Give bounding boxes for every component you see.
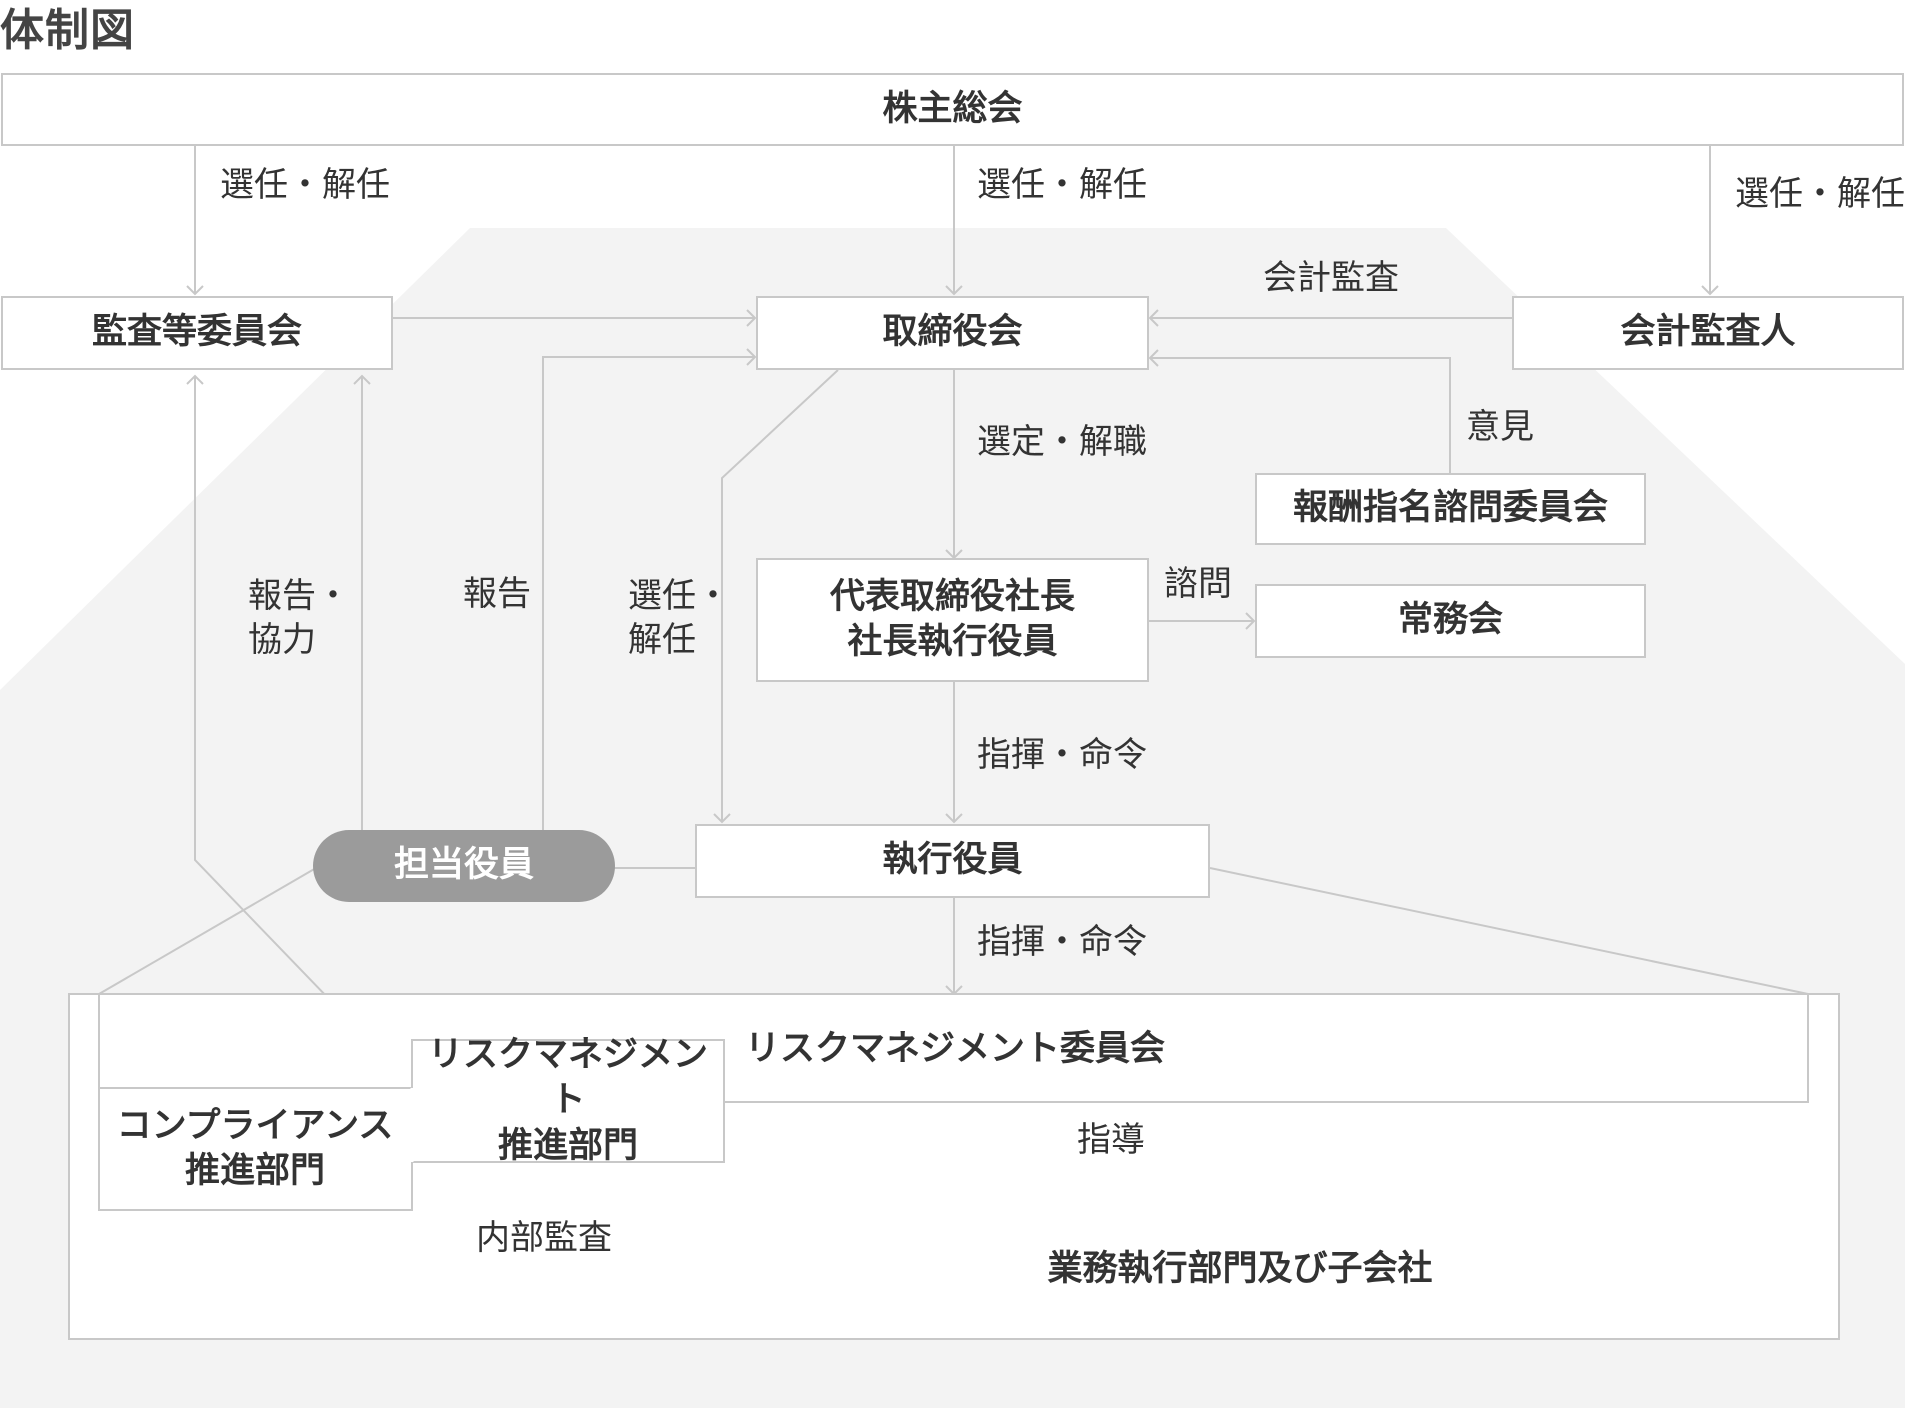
label-command-2: 指揮・命令 (977, 922, 1147, 962)
label-report-cooperate-1: 報告・ (248, 576, 350, 616)
line-officers-risk (1209, 867, 1809, 995)
page-title: 体制図 (0, 5, 135, 56)
label-elect-dismiss-1: 選任・解任 (220, 165, 390, 205)
node-president: 代表取締役社長 社長執行役員 (756, 558, 1149, 682)
node-nomination-committee: 報酬指名諮問委員会 (1255, 473, 1646, 545)
compliance-line-2: 推進部門 (184, 1151, 325, 1191)
label-accounting-audit: 会計監査 (1263, 258, 1399, 298)
node-board: 取締役会 (756, 296, 1149, 370)
arrow-nomination-board (1148, 349, 1451, 474)
label-report: 報告 (463, 574, 531, 614)
node-risk-dept: リスクマネジメント 推進部門 (414, 1035, 722, 1166)
risk-dept-line-1: リスクマネジメント (427, 1034, 708, 1121)
risk-dept-line-2: 推進部門 (497, 1125, 638, 1166)
label-report-cooperate-2: 協力 (248, 620, 316, 660)
label-guidance: 指導 (1077, 1120, 1145, 1160)
node-accounting-auditor: 会計監査人 (1512, 296, 1904, 370)
node-officer-in-charge: 担当役員 (313, 830, 615, 902)
president-line-2: 社長執行役員 (847, 622, 1058, 662)
node-executive-committee: 常務会 (1255, 584, 1646, 658)
label-select-dismiss: 選定・解職 (977, 422, 1147, 462)
compliance-outline (98, 1087, 413, 1211)
node-risk-committee: リスクマネジメント委員会 (744, 1029, 1165, 1070)
label-elect-dismiss-v1: 選任・ (628, 576, 730, 616)
compliance-line-1: コンプライアンス (116, 1105, 394, 1146)
node-shareholders: 株主総会 (1, 73, 1904, 146)
label-elect-dismiss-v2: 解任 (628, 620, 696, 660)
risk-committee-outline (98, 993, 1809, 1103)
label-consult: 諮問 (1164, 564, 1232, 604)
node-audit-committee: 監査等委員会 (1, 296, 393, 370)
line-officer-compliance (98, 867, 317, 995)
node-executive-officers: 執行役員 (695, 824, 1210, 898)
president-line-1: 代表取締役社長 (829, 576, 1075, 617)
label-internal-audit: 内部監査 (476, 1218, 612, 1258)
arrow-board-officers (713, 369, 839, 824)
label-command-1: 指揮・命令 (977, 735, 1147, 775)
arrow-officer-board (542, 348, 757, 832)
label-opinion: 意見 (1466, 407, 1534, 447)
label-elect-dismiss-3: 選任・解任 (1735, 174, 1905, 214)
node-business-units: 業務執行部門及び子会社 (1047, 1249, 1433, 1290)
label-elect-dismiss-2: 選任・解任 (977, 165, 1147, 205)
node-compliance: コンプライアンス 推進部門 (101, 1090, 409, 1208)
